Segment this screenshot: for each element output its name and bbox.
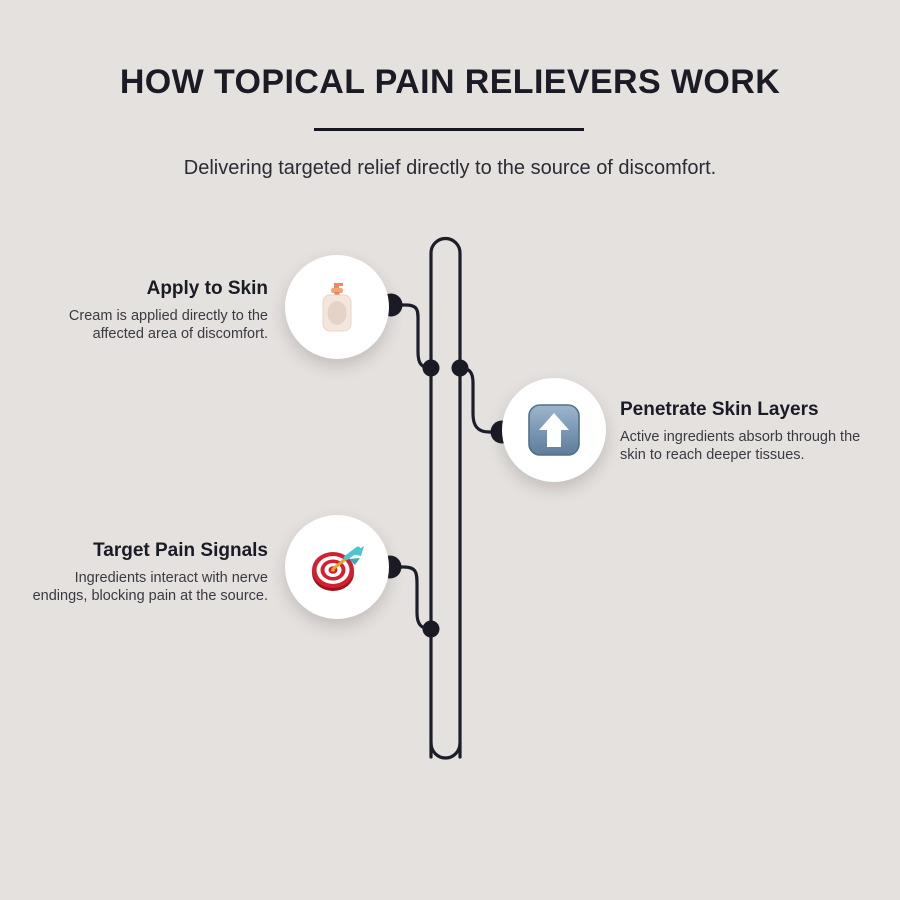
step-block-apply-to-skin: Apply to Skin Cream is applied directly … [28,278,268,344]
step-icon-circle-apply-to-skin [285,255,389,359]
step2-connector [458,366,504,434]
step-block-penetrate-skin-layers: Penetrate Skin Layers Active ingredients… [620,399,870,465]
rail-dot-left-lower [422,620,440,638]
rail-dot-left-upper [422,359,440,377]
rail-dot-right-upper [451,359,469,377]
page-title: HOW TOPICAL PAIN RELIEVERS WORK [119,63,781,101]
loop-bottom-arc [429,741,462,760]
step3-connector [388,565,433,631]
step-description: Ingredients interact with nerve endings,… [32,569,268,604]
step-icon-circle-target-pain-signals [285,515,389,619]
step1-connector [389,303,433,370]
step-title: Apply to Skin [146,278,268,299]
main-loop-path [429,236,462,759]
lotion-bottle-icon [314,278,360,336]
step-description: Active ingredients absorb through the sk… [620,428,861,463]
step-description: Cream is applied directly to the affecte… [68,307,268,342]
dartboard-target-icon [308,540,366,594]
step-icon-circle-penetrate-skin-layers [502,378,606,482]
step-title: Penetrate Skin Layers [620,399,819,420]
up-arrow-tile-icon [526,402,582,458]
step-title: Target Pain Signals [93,540,268,561]
title-divider [314,128,584,131]
step-block-target-pain-signals: Target Pain Signals Ingredients interact… [28,540,268,606]
page-subtitle: Delivering targeted relief directly to t… [183,157,717,179]
